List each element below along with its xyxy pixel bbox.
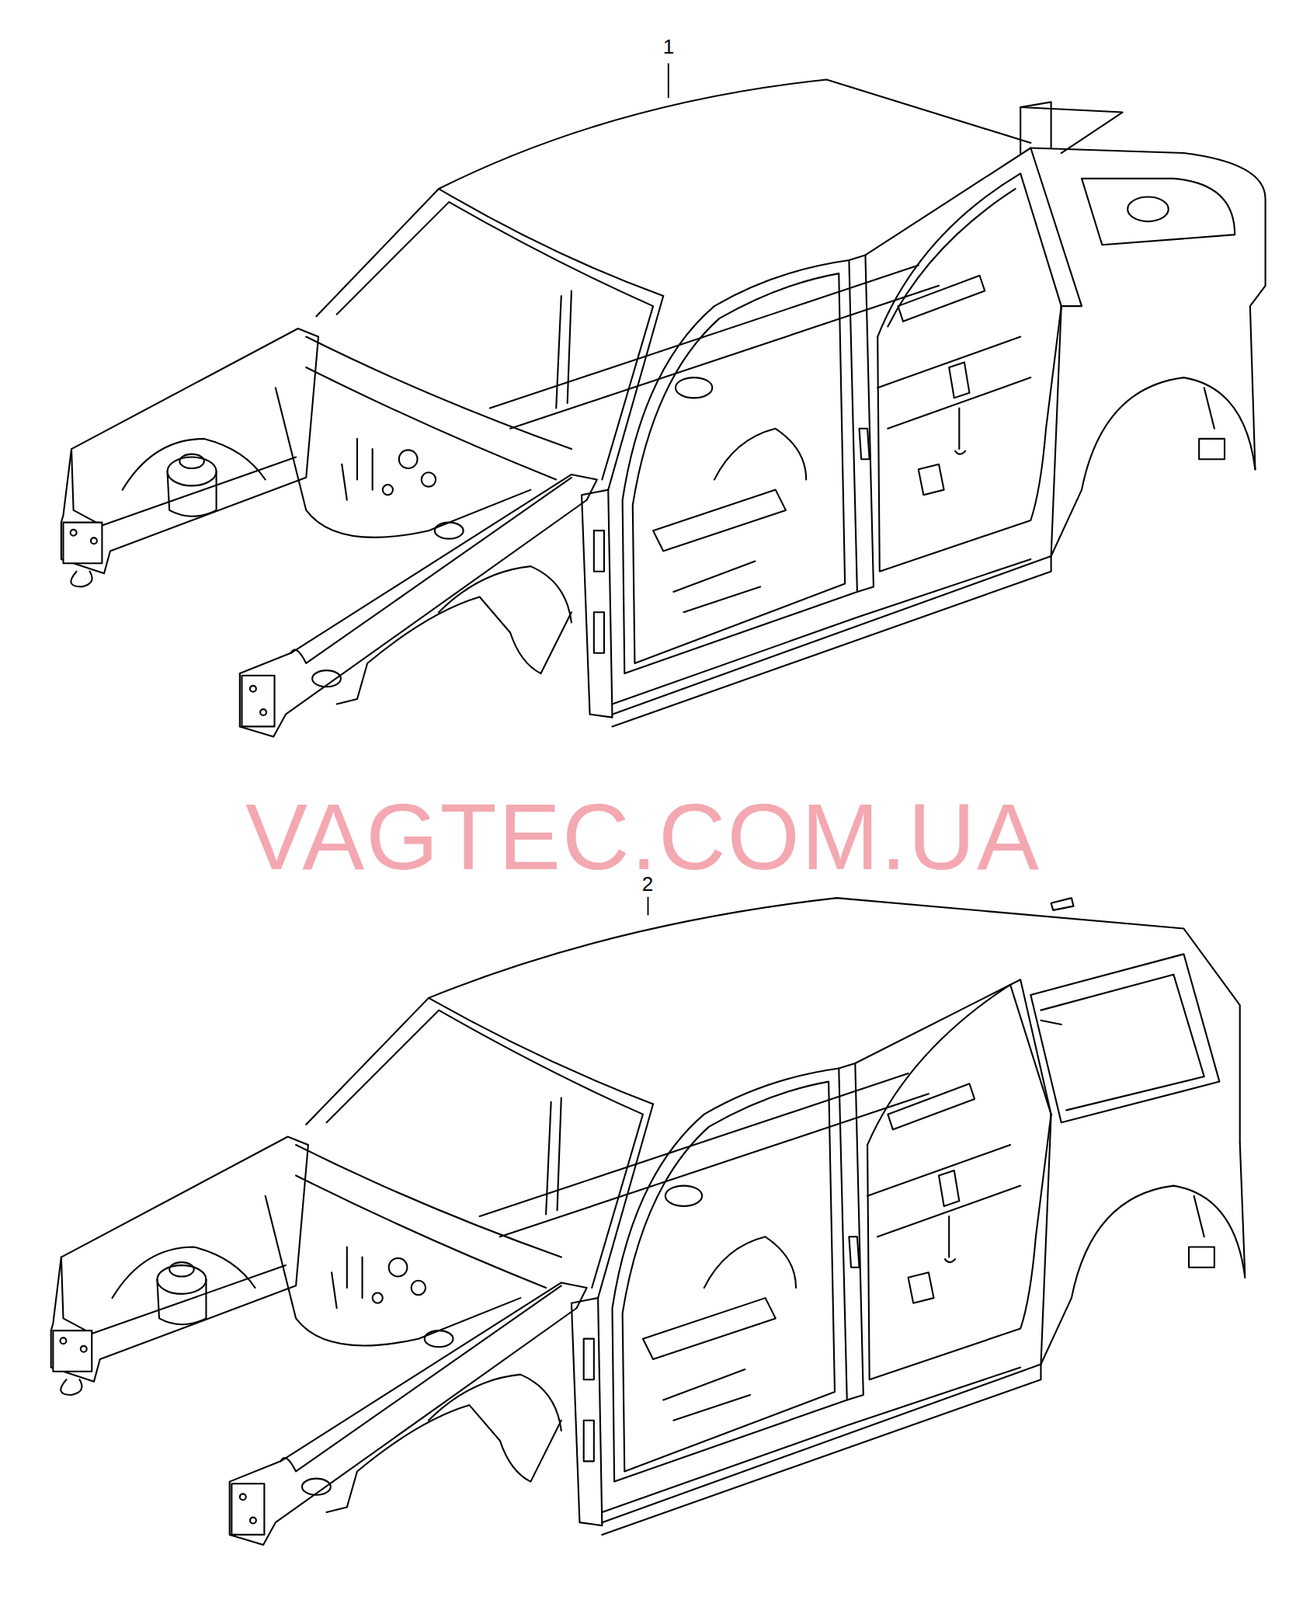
watermark: VAGTEC.COM.UA (245, 789, 1041, 883)
callout-number: 1 (663, 36, 675, 57)
